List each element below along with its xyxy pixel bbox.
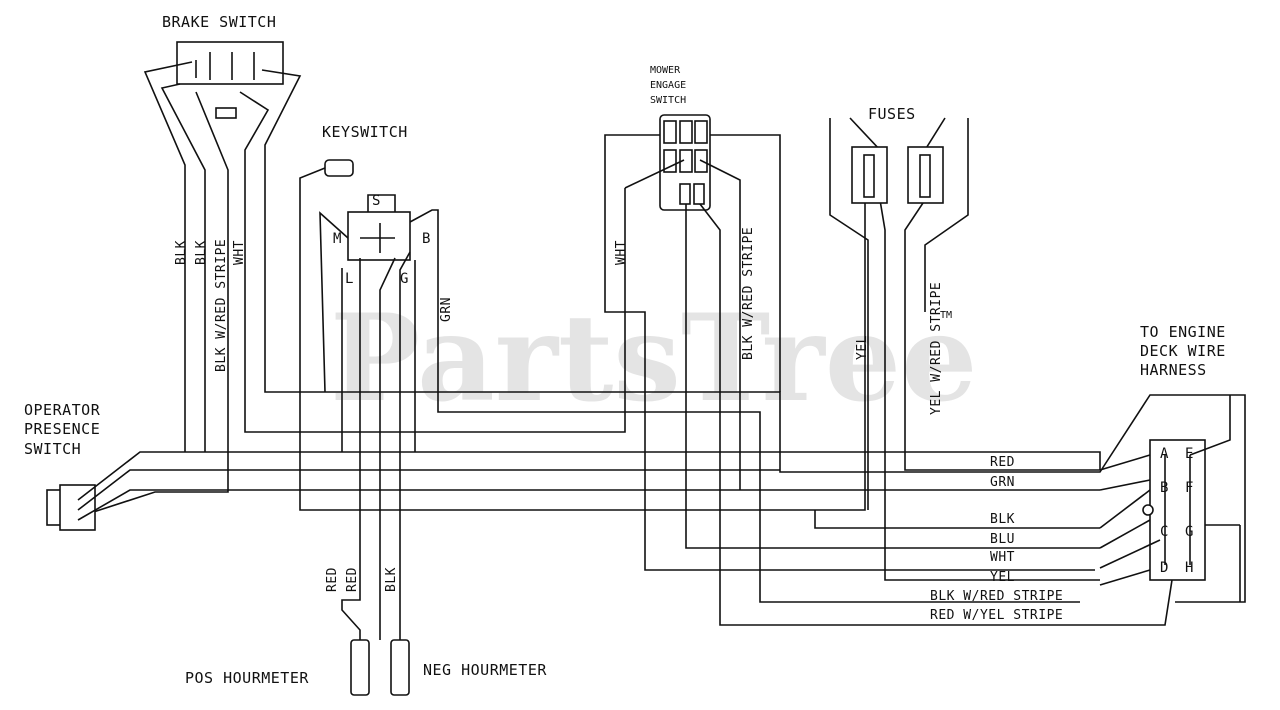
harness-wire-label-blk-red: BLK W/RED STRIPE bbox=[930, 589, 1063, 604]
harness-wire-label-red: RED bbox=[990, 455, 1015, 470]
mower-engage-label-3: SWITCH bbox=[650, 95, 686, 106]
ops-label-2: PRESENCE bbox=[24, 420, 100, 438]
wire-label-grn: GRN bbox=[439, 297, 454, 322]
harness-pin-a: A bbox=[1160, 446, 1169, 462]
harness-pin-b: B bbox=[1160, 480, 1168, 496]
watermark-trademark: TM bbox=[940, 310, 952, 321]
harness-pin-f: F bbox=[1185, 480, 1193, 496]
operator-presence-switch bbox=[46, 451, 1101, 531]
wire-label-yel: YEL bbox=[855, 335, 870, 360]
harness-wire-label-blk: BLK bbox=[990, 512, 1015, 527]
mower-engage-label-1: MOWER bbox=[650, 65, 681, 76]
harness-pin-c: C bbox=[1160, 524, 1168, 540]
pos-hourmeter-label: POS HOURMETER bbox=[185, 669, 309, 687]
harness-bus bbox=[300, 260, 1100, 529]
mower-engage-label-2: ENGAGE bbox=[650, 80, 686, 91]
harness-connector bbox=[1099, 395, 1241, 602]
harness-wire-label-red-yel: RED W/YEL STRIPE bbox=[930, 608, 1063, 623]
harness-pin-g: G bbox=[1185, 524, 1193, 540]
wire-label-blk-red-mower: BLK W/RED STRIPE bbox=[741, 227, 756, 360]
wire-label-red-1: RED bbox=[325, 567, 340, 592]
keyswitch-plug bbox=[324, 159, 354, 177]
ops-body bbox=[59, 484, 96, 531]
neg-hourmeter-terminal bbox=[390, 639, 410, 696]
fuses-label: FUSES bbox=[868, 105, 916, 123]
ops-label-3: SWITCH bbox=[24, 440, 81, 458]
ops-label-1: OPERATOR bbox=[24, 401, 101, 419]
harness-pin-e: E bbox=[1185, 446, 1193, 462]
keyswitch bbox=[299, 159, 1080, 640]
keyswitch-terminal-s: S bbox=[372, 193, 380, 209]
wire-label-blk-red: BLK W/RED STRIPE bbox=[214, 239, 229, 372]
harness-pin-h: H bbox=[1185, 560, 1193, 576]
harness-body bbox=[1149, 439, 1206, 581]
wire-label-yel-red: YEL W/RED STRIPE bbox=[929, 282, 944, 415]
neg-hourmeter-label: NEG HOURMETER bbox=[423, 661, 547, 679]
harness-label-3: HARNESS bbox=[1140, 361, 1207, 379]
keyswitch-label: KEYSWITCH bbox=[322, 123, 408, 141]
harness-label-1: TO ENGINE bbox=[1140, 323, 1226, 341]
pos-hourmeter-terminal bbox=[350, 639, 370, 696]
keyswitch-body bbox=[347, 211, 411, 261]
wire-label-blk-hour: BLK bbox=[384, 567, 399, 592]
watermark: PartsTree bbox=[330, 288, 977, 429]
wire-label-wht: WHT bbox=[232, 240, 247, 265]
harness-wire-label-blu: BLU bbox=[990, 532, 1015, 547]
wire-label-blk-2: BLK bbox=[194, 240, 209, 265]
brake-switch-label: BRAKE SWITCH bbox=[162, 13, 276, 31]
harness-label-2: DECK WIRE bbox=[1140, 342, 1226, 360]
brake-switch-body bbox=[176, 41, 284, 85]
harness-pin-d: D bbox=[1160, 560, 1168, 576]
wire-label-blk-1: BLK bbox=[174, 240, 189, 265]
harness-wire-label-yel: YEL bbox=[990, 570, 1015, 585]
harness-wire-label-wht: WHT bbox=[990, 550, 1015, 565]
wire-label-wht-mower: WHT bbox=[614, 240, 629, 265]
mower-engage-switch bbox=[604, 114, 1173, 626]
keyswitch-terminal-g: G bbox=[400, 271, 408, 287]
wire-label-red-2: RED bbox=[345, 567, 360, 592]
harness-wire-label-grn: GRN bbox=[990, 475, 1015, 490]
hourmeter-terminals bbox=[350, 639, 410, 696]
keyswitch-terminal-l: L bbox=[345, 271, 353, 287]
keyswitch-terminal-m: M bbox=[333, 231, 341, 247]
brake-switch bbox=[74, 41, 1246, 603]
fuse-block bbox=[829, 117, 1100, 581]
keyswitch-terminal-b: B bbox=[422, 231, 430, 247]
